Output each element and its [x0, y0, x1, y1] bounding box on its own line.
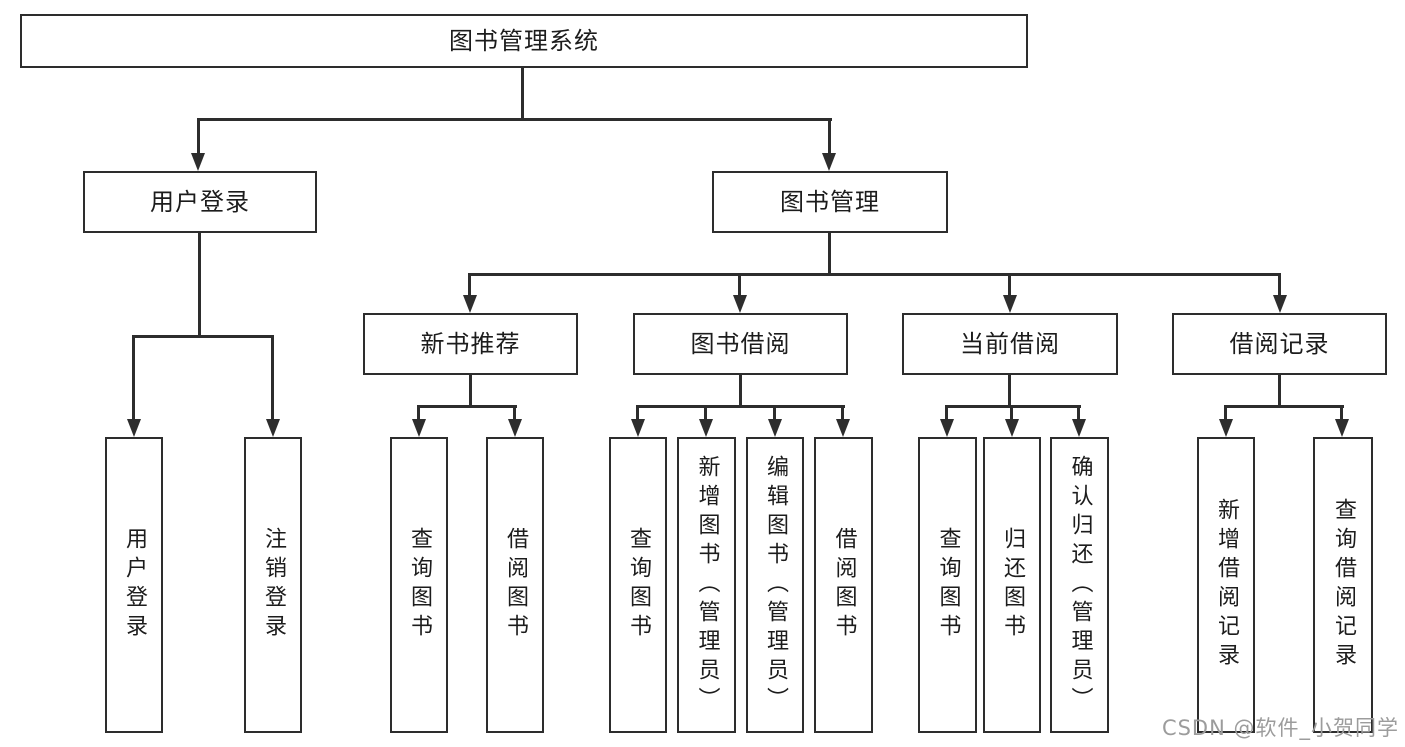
connector-to-leaf-logout [271, 335, 274, 421]
connector-book-borrow-stem [739, 373, 742, 407]
arrowhead-down-icon [836, 419, 850, 437]
connector-leaf-drop [1340, 405, 1343, 421]
leaf-borrow-books-recommend: 借阅图书 [486, 437, 544, 733]
leaf-return-books: 归还图书 [983, 437, 1041, 733]
connector-borrow-record-stem [1278, 373, 1281, 407]
arrowhead-down-icon [1219, 419, 1233, 437]
connector-new-book-branch [417, 405, 517, 408]
connector-user-login-branch [132, 335, 274, 338]
connector-leaf-drop [636, 405, 639, 421]
arrowhead-down-icon [508, 419, 522, 437]
connector-current-borrow-stem [1008, 373, 1011, 407]
connector-leaf-drop [1010, 405, 1013, 421]
connector-to-borrow-record [1278, 273, 1281, 299]
connector-root-stem [521, 66, 524, 121]
arrowhead-down-icon [1072, 419, 1086, 437]
connector-root-branch [197, 118, 832, 121]
connector-to-leaf-login [132, 335, 135, 421]
arrowhead-down-icon [412, 419, 426, 437]
arrowhead-down-icon [1273, 295, 1287, 313]
csdn-watermark: CSDN @软件_小贺同学 [1161, 716, 1399, 740]
node-user-login: 用户登录 [83, 171, 317, 233]
leaf-add-books-admin: 新增图书（管理员） [677, 437, 736, 733]
connector-user-login-stem [198, 231, 201, 337]
arrowhead-down-icon [1005, 419, 1019, 437]
arrowhead-down-icon [733, 295, 747, 313]
connector-book-mgmt-stem [828, 231, 831, 275]
connector-borrow-record-branch [1224, 405, 1344, 408]
node-new-book-recommendation: 新书推荐 [363, 313, 578, 375]
connector-to-new-book-rec [468, 273, 471, 299]
arrowhead-down-icon [1335, 419, 1349, 437]
arrowhead-down-icon [191, 153, 205, 171]
connector-new-book-stem [469, 373, 472, 407]
connector-to-book-borrow [738, 273, 741, 299]
connector-leaf-drop [513, 405, 516, 421]
connector-leaf-drop [1224, 405, 1227, 421]
leaf-query-borrow-record: 查询借阅记录 [1313, 437, 1373, 733]
node-book-management: 图书管理 [712, 171, 948, 233]
arrowhead-down-icon [768, 419, 782, 437]
node-borrowing-records: 借阅记录 [1172, 313, 1387, 375]
connector-leaf-drop [704, 405, 707, 421]
connector-current-borrow-branch [945, 405, 1081, 408]
arrowhead-down-icon [699, 419, 713, 437]
leaf-query-books-borrowing: 查询图书 [609, 437, 667, 733]
connector-to-current-borrow [1008, 273, 1011, 299]
arrowhead-down-icon [463, 295, 477, 313]
arrowhead-down-icon [631, 419, 645, 437]
arrowhead-down-icon [266, 419, 280, 437]
connector-to-user-login [197, 118, 200, 156]
connector-leaf-drop [945, 405, 948, 421]
node-book-borrowing: 图书借阅 [633, 313, 848, 375]
arrowhead-down-icon [127, 419, 141, 437]
leaf-confirm-return-admin: 确认归还（管理员） [1050, 437, 1109, 733]
connector-leaf-drop [417, 405, 420, 421]
arrowhead-down-icon [940, 419, 954, 437]
connector-book-mgmt-branch [468, 273, 1281, 276]
leaf-edit-books-admin: 编辑图书（管理员） [746, 437, 804, 733]
node-root-library-management-system: 图书管理系统 [20, 14, 1028, 68]
connector-leaf-drop [773, 405, 776, 421]
connector-leaf-drop [1077, 405, 1080, 421]
arrowhead-down-icon [822, 153, 836, 171]
leaf-add-borrow-record: 新增借阅记录 [1197, 437, 1255, 733]
arrowhead-down-icon [1003, 295, 1017, 313]
leaf-query-books-recommend: 查询图书 [390, 437, 448, 733]
leaf-user-login: 用户登录 [105, 437, 163, 733]
leaf-query-books-current: 查询图书 [918, 437, 977, 733]
connector-leaf-drop [841, 405, 844, 421]
leaf-logout: 注销登录 [244, 437, 302, 733]
connector-to-book-mgmt [828, 118, 831, 156]
node-current-borrowing: 当前借阅 [902, 313, 1118, 375]
leaf-borrow-books: 借阅图书 [814, 437, 873, 733]
connector-book-borrow-branch [636, 405, 845, 408]
